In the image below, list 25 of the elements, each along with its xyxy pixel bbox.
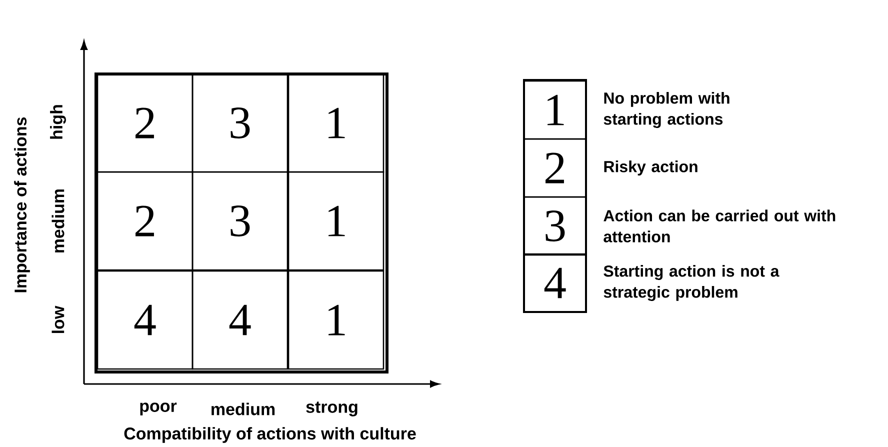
grid-cell: 4 <box>192 270 288 370</box>
legend-box: 3 <box>523 196 587 256</box>
grid-cell: 1 <box>288 171 384 271</box>
grid-cell: 2 <box>96 73 194 173</box>
tick-label: medium <box>52 189 64 252</box>
tick-label: low <box>52 306 64 333</box>
legend-box: 4 <box>523 253 587 313</box>
grid-cell: 1 <box>288 73 384 173</box>
legend-box: 2 <box>523 138 587 198</box>
axis-title: Importance of actions <box>14 117 30 292</box>
tick-label: strong <box>306 402 358 416</box>
grid-cell: 3 <box>192 171 288 271</box>
axis-title: Compatibility of actions with culture <box>124 427 416 443</box>
legend-box: 1 <box>523 80 587 140</box>
tick-label: medium <box>212 402 275 416</box>
legend-text: No problem with starting actions <box>604 92 730 128</box>
legend-text: Risky action <box>604 160 698 176</box>
legend-text: Starting action is not a strategic problem <box>604 265 780 301</box>
grid-cell: 3 <box>192 73 288 173</box>
tick-label: poor <box>140 402 177 416</box>
grid-cell: 4 <box>96 270 194 370</box>
tick-label: high <box>50 105 66 139</box>
legend-text: Action can be carried out with attention <box>604 210 836 242</box>
grid-cell: 1 <box>288 270 384 370</box>
grid-cell: 2 <box>96 171 194 271</box>
